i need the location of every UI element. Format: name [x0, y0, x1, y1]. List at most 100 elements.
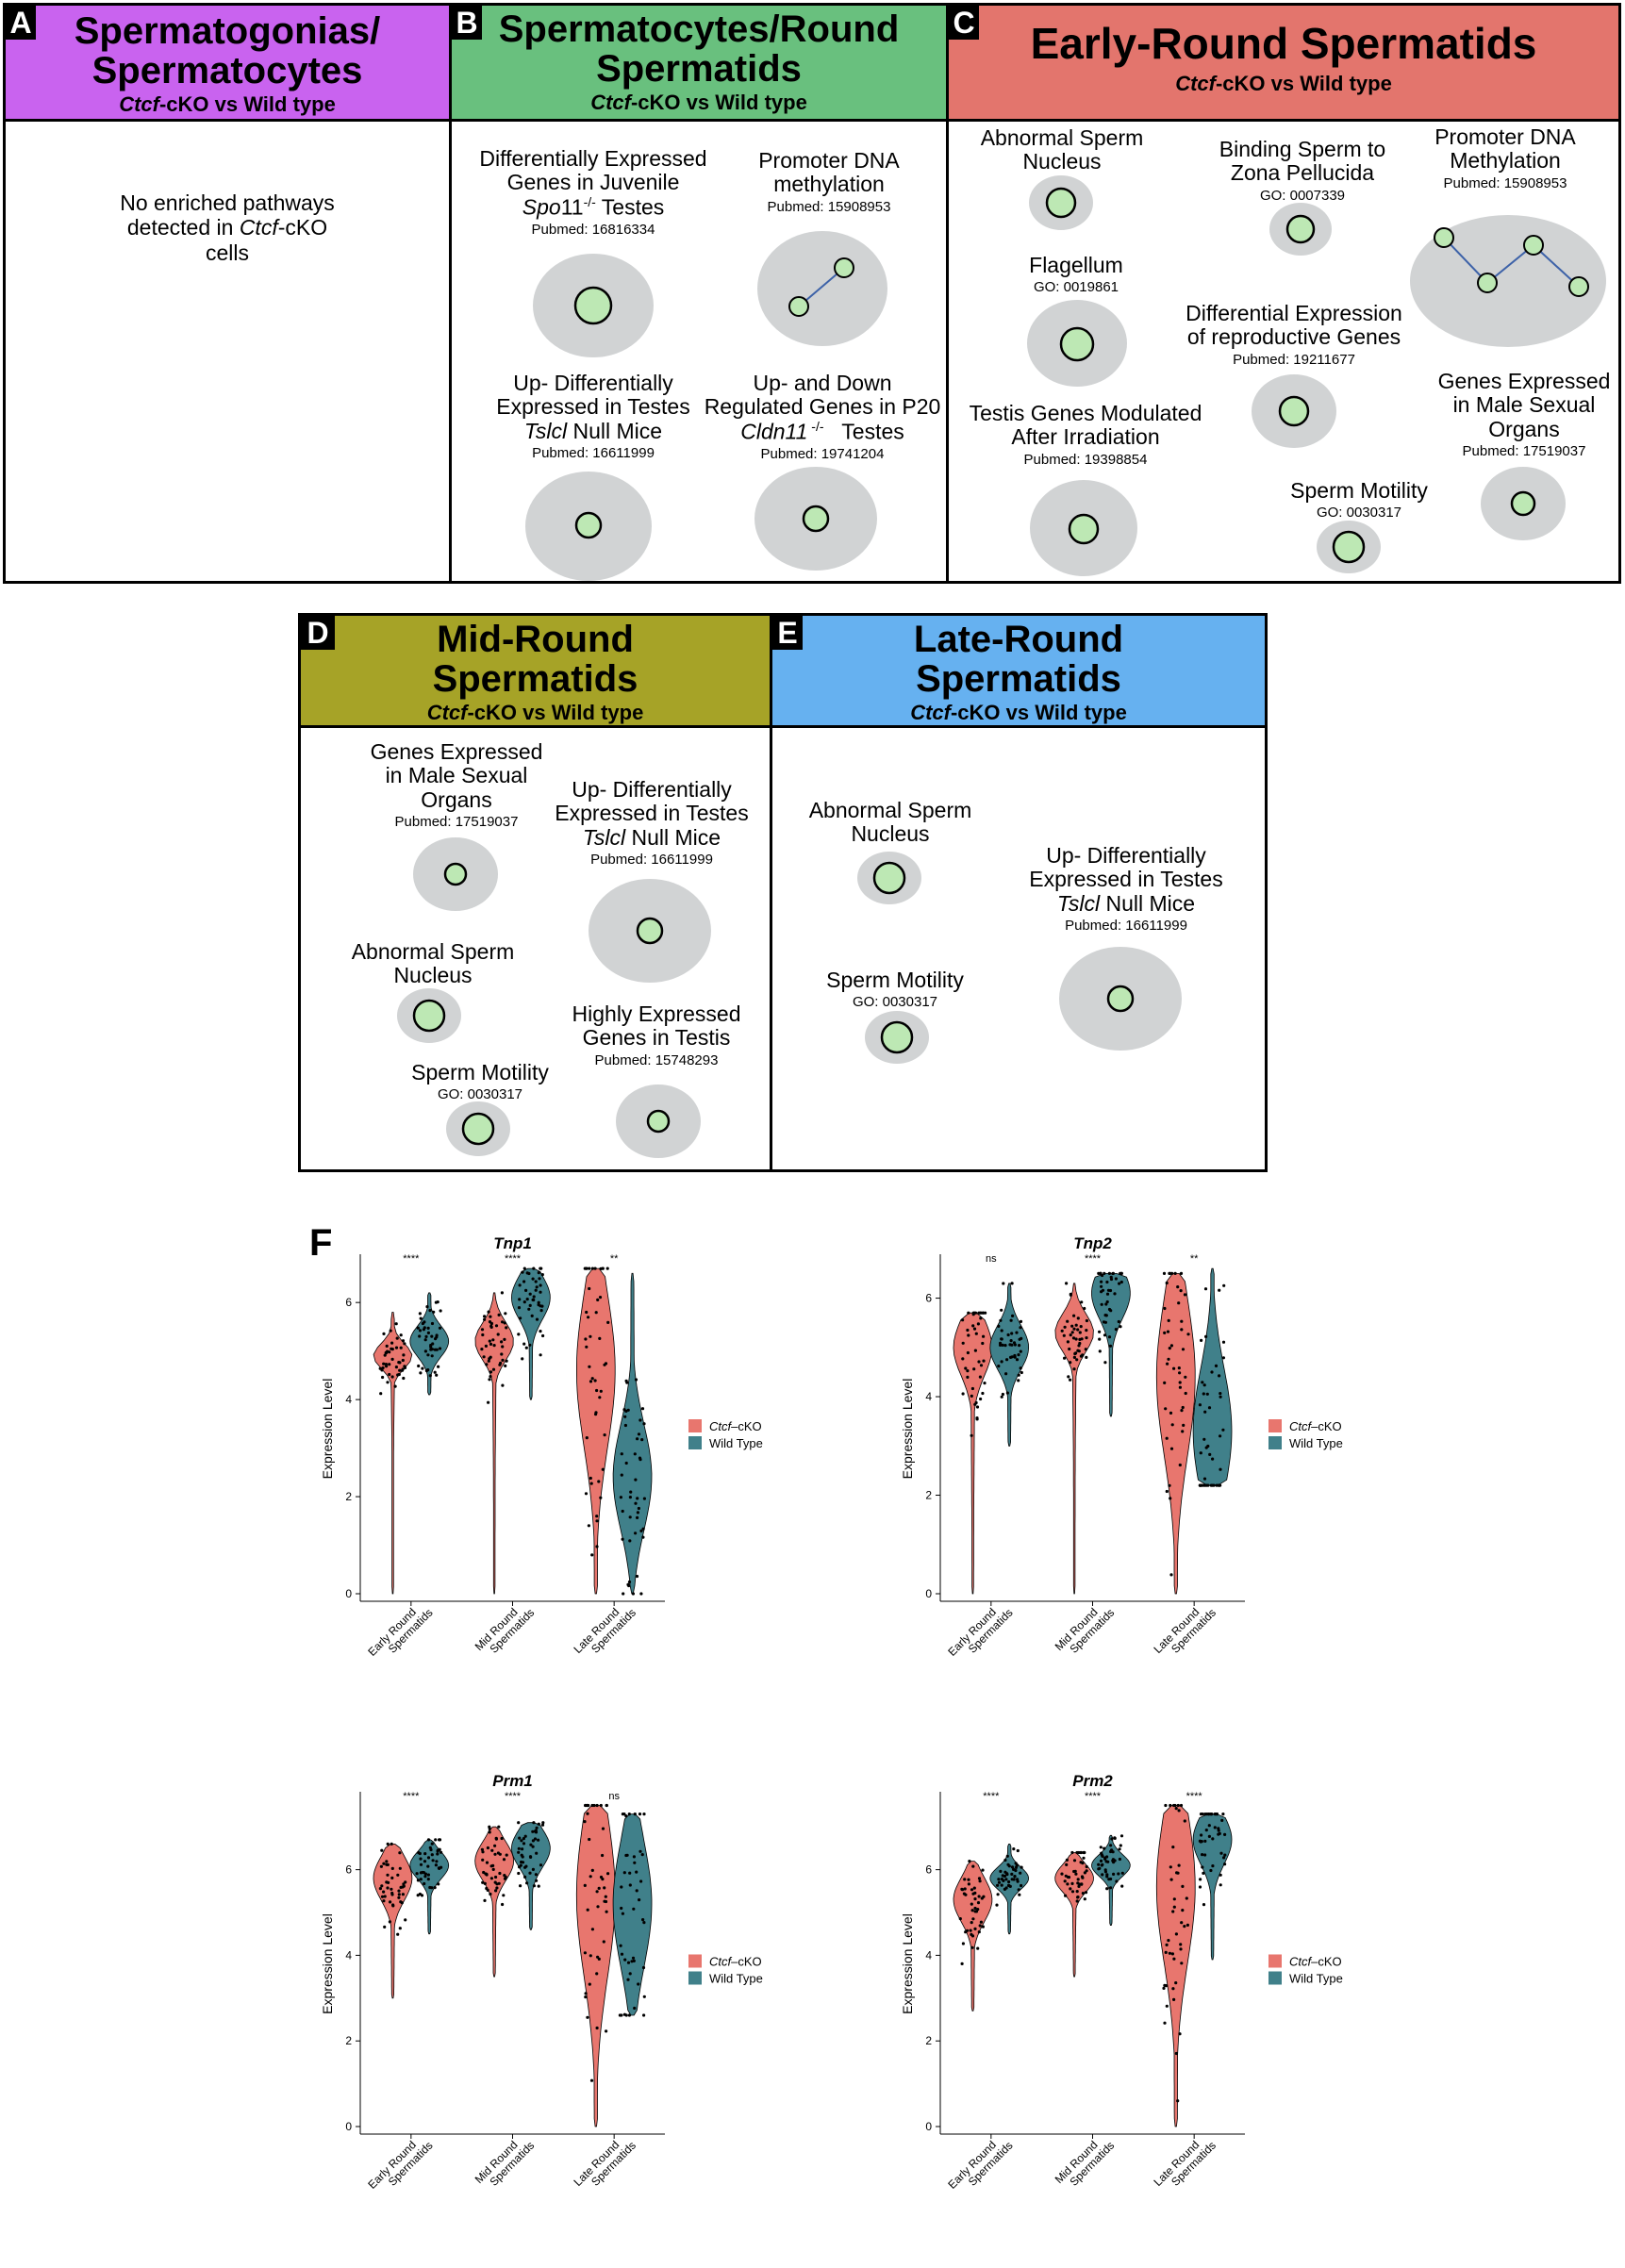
data-point — [586, 1812, 589, 1815]
violin-ctcf-cko — [474, 1826, 515, 1978]
data-point — [583, 1820, 587, 1824]
data-point — [1104, 1302, 1108, 1306]
data-point — [382, 1362, 386, 1366]
data-point — [968, 1860, 971, 1863]
data-point — [1013, 1875, 1017, 1879]
data-point — [431, 1859, 435, 1862]
data-point — [634, 1531, 638, 1535]
data-point — [642, 1813, 646, 1816]
data-point — [1007, 1879, 1011, 1884]
data-point — [1118, 1857, 1121, 1862]
panel-c-node-circle — [1059, 326, 1095, 362]
data-point — [982, 1334, 986, 1338]
data-point — [517, 1821, 521, 1825]
data-point — [973, 1402, 977, 1406]
data-point — [1202, 1903, 1206, 1907]
panel-d-node-label: Sperm Motility GO: 0030317 — [411, 1060, 549, 1103]
data-point — [423, 1349, 427, 1353]
data-point — [1119, 1280, 1123, 1284]
data-point — [1078, 1331, 1082, 1334]
data-point — [1111, 1271, 1115, 1275]
data-point — [1069, 1361, 1072, 1365]
data-point — [500, 1291, 504, 1295]
x-tick-label: Mid RoundSpermatids — [1053, 1598, 1118, 1663]
panel-e-node-label: Up- Differentially Expressed in Testes T… — [1029, 843, 1223, 934]
data-point — [521, 1847, 524, 1851]
violin-ctcf-cko — [575, 1267, 616, 1595]
data-point — [641, 1918, 645, 1922]
data-point — [1198, 1483, 1202, 1487]
panel-e-node-label: Abnormal Sperm Nucleus — [808, 798, 972, 847]
data-point — [489, 1321, 493, 1325]
data-point — [398, 1368, 402, 1372]
data-point — [426, 1878, 430, 1881]
data-point — [624, 1379, 628, 1382]
data-point — [1211, 1864, 1215, 1868]
data-point — [1010, 1355, 1014, 1359]
data-point — [1172, 1997, 1176, 2001]
data-point — [1076, 1316, 1080, 1320]
data-point — [430, 1321, 435, 1326]
data-point — [639, 1592, 643, 1596]
data-point — [1098, 1349, 1102, 1353]
data-point — [1103, 1846, 1106, 1850]
data-point — [1076, 1328, 1080, 1332]
x-tick-label: Mid RoundSpermatids — [473, 2130, 538, 2195]
data-point — [481, 1333, 485, 1337]
panel-c-edge — [1443, 237, 1580, 288]
data-point — [404, 1918, 407, 1922]
data-point — [1163, 2021, 1167, 2025]
data-point — [620, 1885, 623, 1889]
data-point — [1003, 1887, 1006, 1891]
data-point — [633, 1813, 637, 1816]
data-point — [1100, 1302, 1103, 1306]
data-point — [529, 1843, 533, 1846]
data-point — [436, 1852, 439, 1856]
data-point — [384, 1363, 388, 1366]
data-point — [420, 1894, 424, 1897]
data-point — [492, 1344, 496, 1348]
data-point — [601, 1467, 605, 1471]
data-point — [966, 1369, 970, 1373]
data-point — [1115, 1879, 1119, 1883]
data-point — [426, 1873, 430, 1877]
data-point — [498, 1871, 502, 1876]
panel-b-divider — [452, 119, 946, 122]
data-point — [1020, 1336, 1023, 1340]
data-point — [521, 1357, 524, 1361]
data-point — [1169, 1497, 1172, 1500]
panel-b-node-label: Up- Differentially Expressed in Testes T… — [496, 371, 690, 461]
data-point — [519, 1863, 522, 1867]
data-point — [961, 1357, 965, 1361]
data-point — [1101, 1288, 1105, 1292]
data-point — [1068, 1347, 1071, 1351]
data-point — [390, 1375, 394, 1379]
data-point — [1073, 1869, 1077, 1873]
data-point — [966, 1328, 970, 1333]
data-point — [537, 1300, 540, 1304]
data-point — [983, 1382, 987, 1385]
data-point — [382, 1332, 386, 1335]
data-point — [981, 1925, 985, 1929]
data-point — [1064, 1874, 1068, 1878]
significance-label: **** — [1085, 1791, 1102, 1802]
data-point — [593, 1379, 597, 1382]
data-point — [438, 1838, 442, 1842]
data-point — [595, 1519, 599, 1523]
panel-b: Spermatocytes/Round Spermatids Ctcf-cKO … — [449, 3, 949, 584]
data-point — [484, 1344, 488, 1348]
data-point — [1184, 1375, 1187, 1379]
data-point — [435, 1373, 439, 1377]
legend-label-rest: –cKO — [731, 1419, 762, 1433]
y-axis-label: Expression Level — [901, 1913, 915, 2014]
data-point — [997, 1880, 1002, 1884]
data-point — [532, 1884, 536, 1888]
data-point — [973, 1891, 977, 1895]
data-point — [524, 1288, 528, 1292]
data-point — [974, 1332, 978, 1335]
data-point — [434, 1863, 438, 1867]
data-point — [485, 1363, 489, 1366]
data-point — [1118, 1847, 1121, 1851]
panel-c-node-circle — [1285, 214, 1316, 244]
data-point — [981, 1868, 985, 1872]
